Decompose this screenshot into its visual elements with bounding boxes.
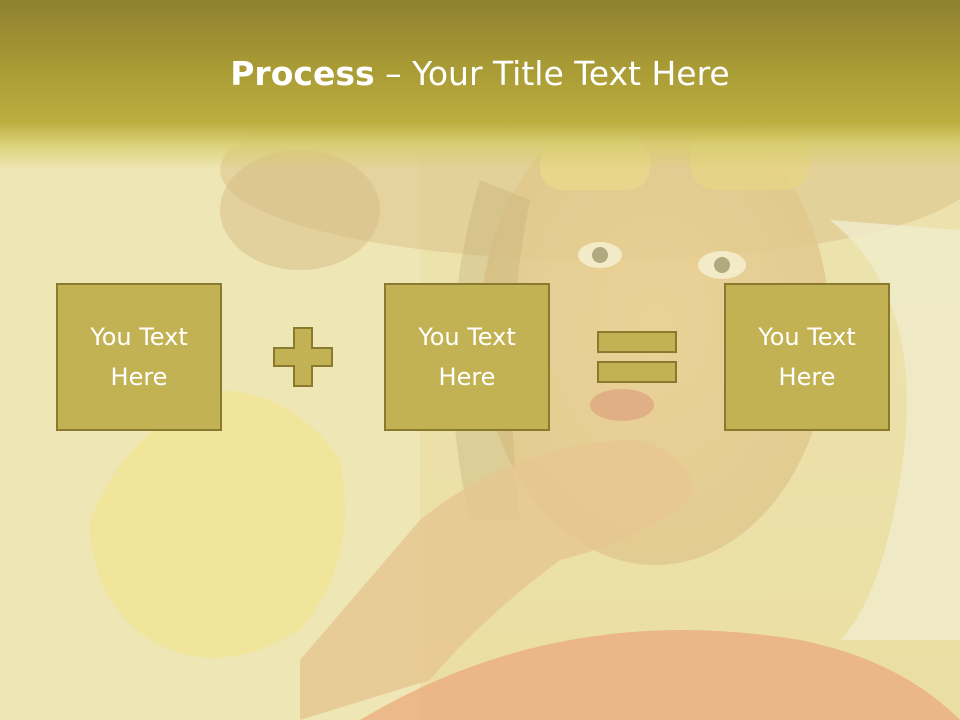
process-box-3[interactable]: You Text Here (724, 283, 890, 431)
box-3-line-1: You Text (758, 323, 856, 351)
plus-icon (273, 327, 333, 387)
process-box-1[interactable]: You Text Here (56, 283, 222, 431)
process-box-2[interactable]: You Text Here (384, 283, 550, 431)
slide-title: Process – Your Title Text Here (0, 52, 960, 96)
title-bar (0, 0, 960, 170)
title-rest: – Your Title Text Here (374, 54, 730, 93)
box-2-line-2: Here (438, 363, 496, 391)
equals-icon (597, 331, 677, 383)
title-bold: Process (230, 54, 375, 93)
box-3-line-2: Here (778, 363, 836, 391)
box-1-line-1: You Text (90, 323, 188, 351)
box-1-line-2: Here (110, 363, 168, 391)
box-2-line-1: You Text (418, 323, 516, 351)
